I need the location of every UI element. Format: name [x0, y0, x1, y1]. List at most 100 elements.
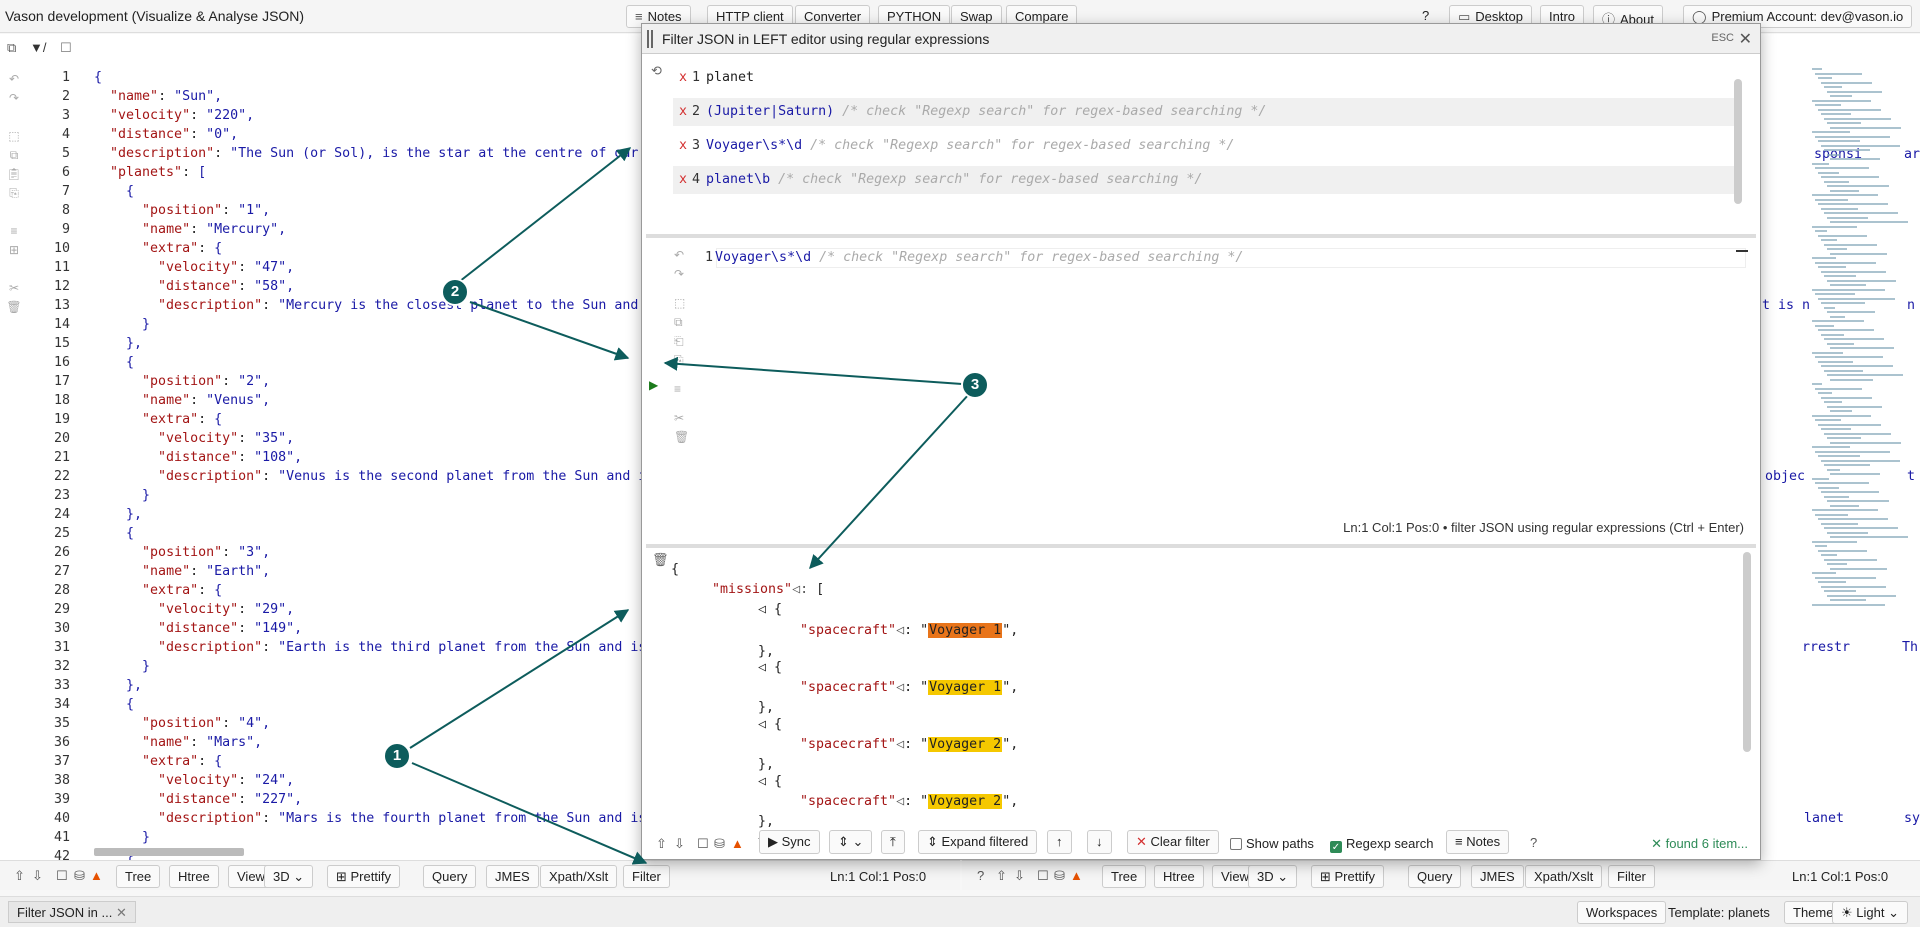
desktop-button[interactable]: ▭Desktop — [1449, 5, 1532, 28]
history-icon[interactable]: ⟲ — [651, 63, 662, 78]
checkbox-icon[interactable]: ☐ — [56, 868, 68, 883]
expand-collapse-dropdown[interactable]: ⇕ ⌄ — [829, 830, 873, 854]
cut-icon[interactable]: ✂ — [674, 411, 685, 425]
htree-button[interactable]: Htree — [169, 865, 219, 888]
xpath-button[interactable]: Xpath/Xslt — [540, 865, 618, 888]
trash-icon[interactable]: 🗑︎ — [652, 552, 669, 567]
undo-icon[interactable]: ↶ — [8, 72, 20, 86]
close-icon[interactable]: ✕ — [115, 905, 127, 920]
download-icon[interactable]: ⇩ — [32, 868, 43, 883]
wrap-icon[interactable]: ≡ — [674, 382, 682, 396]
upload-icon[interactable]: ⇧ — [996, 868, 1007, 883]
delete-icon[interactable]: 🗑︎ — [6, 300, 22, 314]
help-icon[interactable]: ? — [1422, 8, 1430, 23]
expand-filtered-button[interactable]: ⇕ Expand filtered — [918, 830, 1038, 854]
database-icon[interactable]: ⛁ — [1054, 868, 1065, 883]
redo-icon[interactable]: ↷ — [674, 267, 685, 281]
cut-icon[interactable]: ✂ — [8, 281, 20, 295]
paste-icon[interactable]: ⎗ — [674, 334, 684, 348]
converter-button[interactable]: Converter — [795, 5, 871, 28]
xpath-button[interactable]: Xpath/Xslt — [1525, 865, 1603, 888]
select-box-icon[interactable]: ☐ — [60, 40, 72, 55]
download-icon[interactable]: ⇩ — [674, 836, 685, 851]
upload-icon[interactable]: ⇧ — [14, 868, 25, 883]
close-icon[interactable]: ✕ — [1651, 836, 1666, 851]
json-code-area[interactable]: { "name": "Sun", "velocity": "220", "dis… — [94, 68, 954, 866]
dialog-header[interactable]: Filter JSON in LEFT editor using regular… — [642, 24, 1760, 54]
paste-replace-icon[interactable]: ⎘ — [9, 186, 19, 200]
checkbox-icon[interactable]: ☐ — [697, 836, 709, 851]
htree-button[interactable]: Htree — [1154, 865, 1204, 888]
compare-button[interactable]: Compare — [1006, 5, 1078, 28]
copy-icon[interactable]: ⧉ — [9, 148, 19, 162]
help-icon[interactable]: ? — [1530, 835, 1538, 850]
fold-dropdown-icon[interactable]: ▼/ — [30, 40, 47, 55]
minimap[interactable] — [1808, 68, 1908, 628]
account-button[interactable]: ◯Premium Account: dev@vason.io — [1683, 5, 1913, 28]
jmes-button[interactable]: JMES — [1471, 865, 1524, 888]
upload-icon[interactable]: ⇧ — [656, 836, 667, 851]
previous-match-button[interactable]: ↑ — [1047, 830, 1072, 854]
collapse-all-button[interactable]: ⤒ — [881, 830, 905, 854]
tree-button[interactable]: Tree — [116, 865, 161, 888]
database-icon[interactable]: ⛁ — [714, 836, 725, 851]
prettify-button[interactable]: ⊞ Prettify — [327, 865, 400, 888]
prettify-button[interactable]: ⊞ Prettify — [1311, 865, 1384, 888]
redo-icon[interactable]: ↷ — [8, 91, 20, 105]
intro-button[interactable]: Intro — [1540, 5, 1585, 28]
delete-icon[interactable]: 🗑︎ — [674, 430, 690, 444]
undo-icon[interactable]: ↶ — [674, 248, 685, 262]
download-icon[interactable]: ⇩ — [1014, 868, 1025, 883]
open-dialog-tab[interactable]: Filter JSON in ... ✕ — [8, 901, 136, 923]
warning-icon[interactable]: ▲ — [1070, 868, 1083, 883]
warning-icon[interactable]: ▲ — [90, 868, 103, 883]
help-icon[interactable]: ? — [977, 868, 985, 883]
database-icon[interactable]: ⛁ — [74, 868, 85, 883]
scrollbar[interactable] — [1734, 79, 1742, 204]
clear-filter-button[interactable]: ✕ Clear filter — [1127, 830, 1219, 854]
next-match-button[interactable]: ↓ — [1087, 830, 1112, 854]
collapse-icon[interactable] — [1736, 250, 1748, 252]
view-button[interactable]: View — [228, 865, 274, 888]
close-icon[interactable]: ✕ — [1738, 31, 1752, 48]
theme-button[interactable]: Theme — [1784, 901, 1843, 924]
drag-handle-icon[interactable] — [647, 30, 653, 48]
remove-icon[interactable]: x — [679, 172, 688, 187]
remove-icon[interactable]: x — [679, 104, 688, 119]
query-button[interactable]: Query — [423, 865, 477, 888]
view-button[interactable]: View — [1212, 865, 1258, 888]
select-all-icon[interactable]: ⬚ — [674, 296, 686, 310]
run-filter-icon[interactable]: ▶ — [649, 378, 659, 392]
paste-replace-icon[interactable]: ⎘ — [674, 353, 684, 367]
notes-button[interactable]: ≡Notes — [626, 5, 691, 28]
paste-icon[interactable]: 📋︎ — [6, 167, 22, 181]
sync-button[interactable]: ▶ Sync — [759, 830, 820, 854]
filter-result-view[interactable]: 🗑︎ { "missions"◁: [ ◁ { "spacecraft"◁: "… — [646, 544, 1756, 846]
jmes-button[interactable]: JMES — [486, 865, 539, 888]
show-paths-checkbox[interactable]: Show paths — [1230, 836, 1314, 851]
copy-icon[interactable]: ⧉ — [674, 315, 683, 329]
remove-icon[interactable]: x — [679, 70, 688, 85]
scrollbar[interactable] — [1743, 552, 1751, 752]
remove-icon[interactable]: x — [679, 138, 688, 153]
view-3d-dropdown[interactable]: 3D ⌄ — [1248, 865, 1298, 888]
light-theme-dropdown[interactable]: ☀ Light ⌄ — [1832, 901, 1909, 924]
tree-icon[interactable]: ⊞ — [8, 243, 20, 257]
query-button[interactable]: Query — [1408, 865, 1462, 888]
select-all-icon[interactable]: ⬚ — [8, 129, 20, 143]
regexp-search-checkbox[interactable]: ✓Regexp search — [1330, 836, 1434, 853]
filter-button[interactable]: Filter — [623, 865, 670, 888]
checkbox-icon[interactable]: ☐ — [1037, 868, 1049, 883]
tree-button[interactable]: Tree — [1102, 865, 1147, 888]
filter-button[interactable]: Filter — [1608, 865, 1655, 888]
horizontal-scrollbar[interactable] — [94, 848, 244, 856]
notes-button[interactable]: ≡ Notes — [1446, 830, 1510, 854]
copy-icon[interactable]: ⧉ — [7, 40, 17, 55]
workspaces-button[interactable]: Workspaces — [1577, 901, 1667, 924]
